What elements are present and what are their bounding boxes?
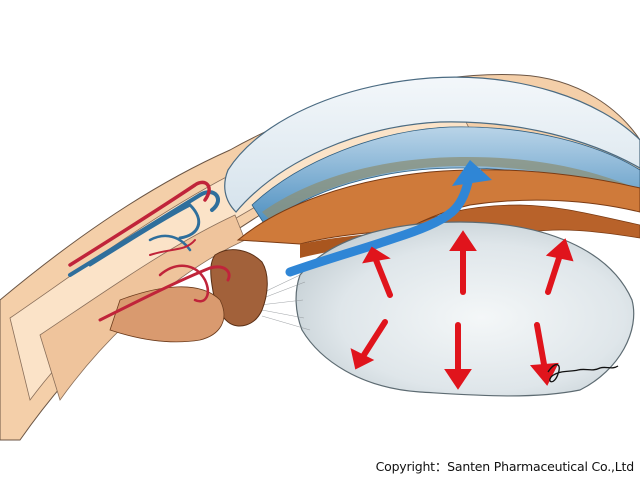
artery-4	[149, 239, 196, 256]
pressure-arrow-down-center	[444, 322, 472, 390]
artist-signature	[547, 364, 619, 383]
aqueous-flow-arrow	[285, 160, 492, 277]
pressure-arrow-up-center	[449, 230, 477, 295]
vein-2	[88, 203, 201, 267]
vein-1	[68, 190, 220, 277]
pressure-arrow-up-left	[362, 246, 393, 298]
blood-vessels	[68, 180, 231, 322]
cornea	[224, 76, 640, 213]
pressure-arrow-down-left	[350, 319, 388, 370]
corneal-endothelium	[262, 156, 640, 220]
pressure-arrows	[350, 230, 574, 390]
pressure-arrow-up-right	[545, 238, 574, 295]
artery-3	[158, 264, 210, 303]
copyright-notice: Copyright：Santen Pharmaceutical Co.,Ltd	[375, 459, 635, 474]
artery-1	[68, 180, 211, 267]
artery-2	[98, 265, 231, 322]
anterior-chamber	[251, 126, 640, 226]
